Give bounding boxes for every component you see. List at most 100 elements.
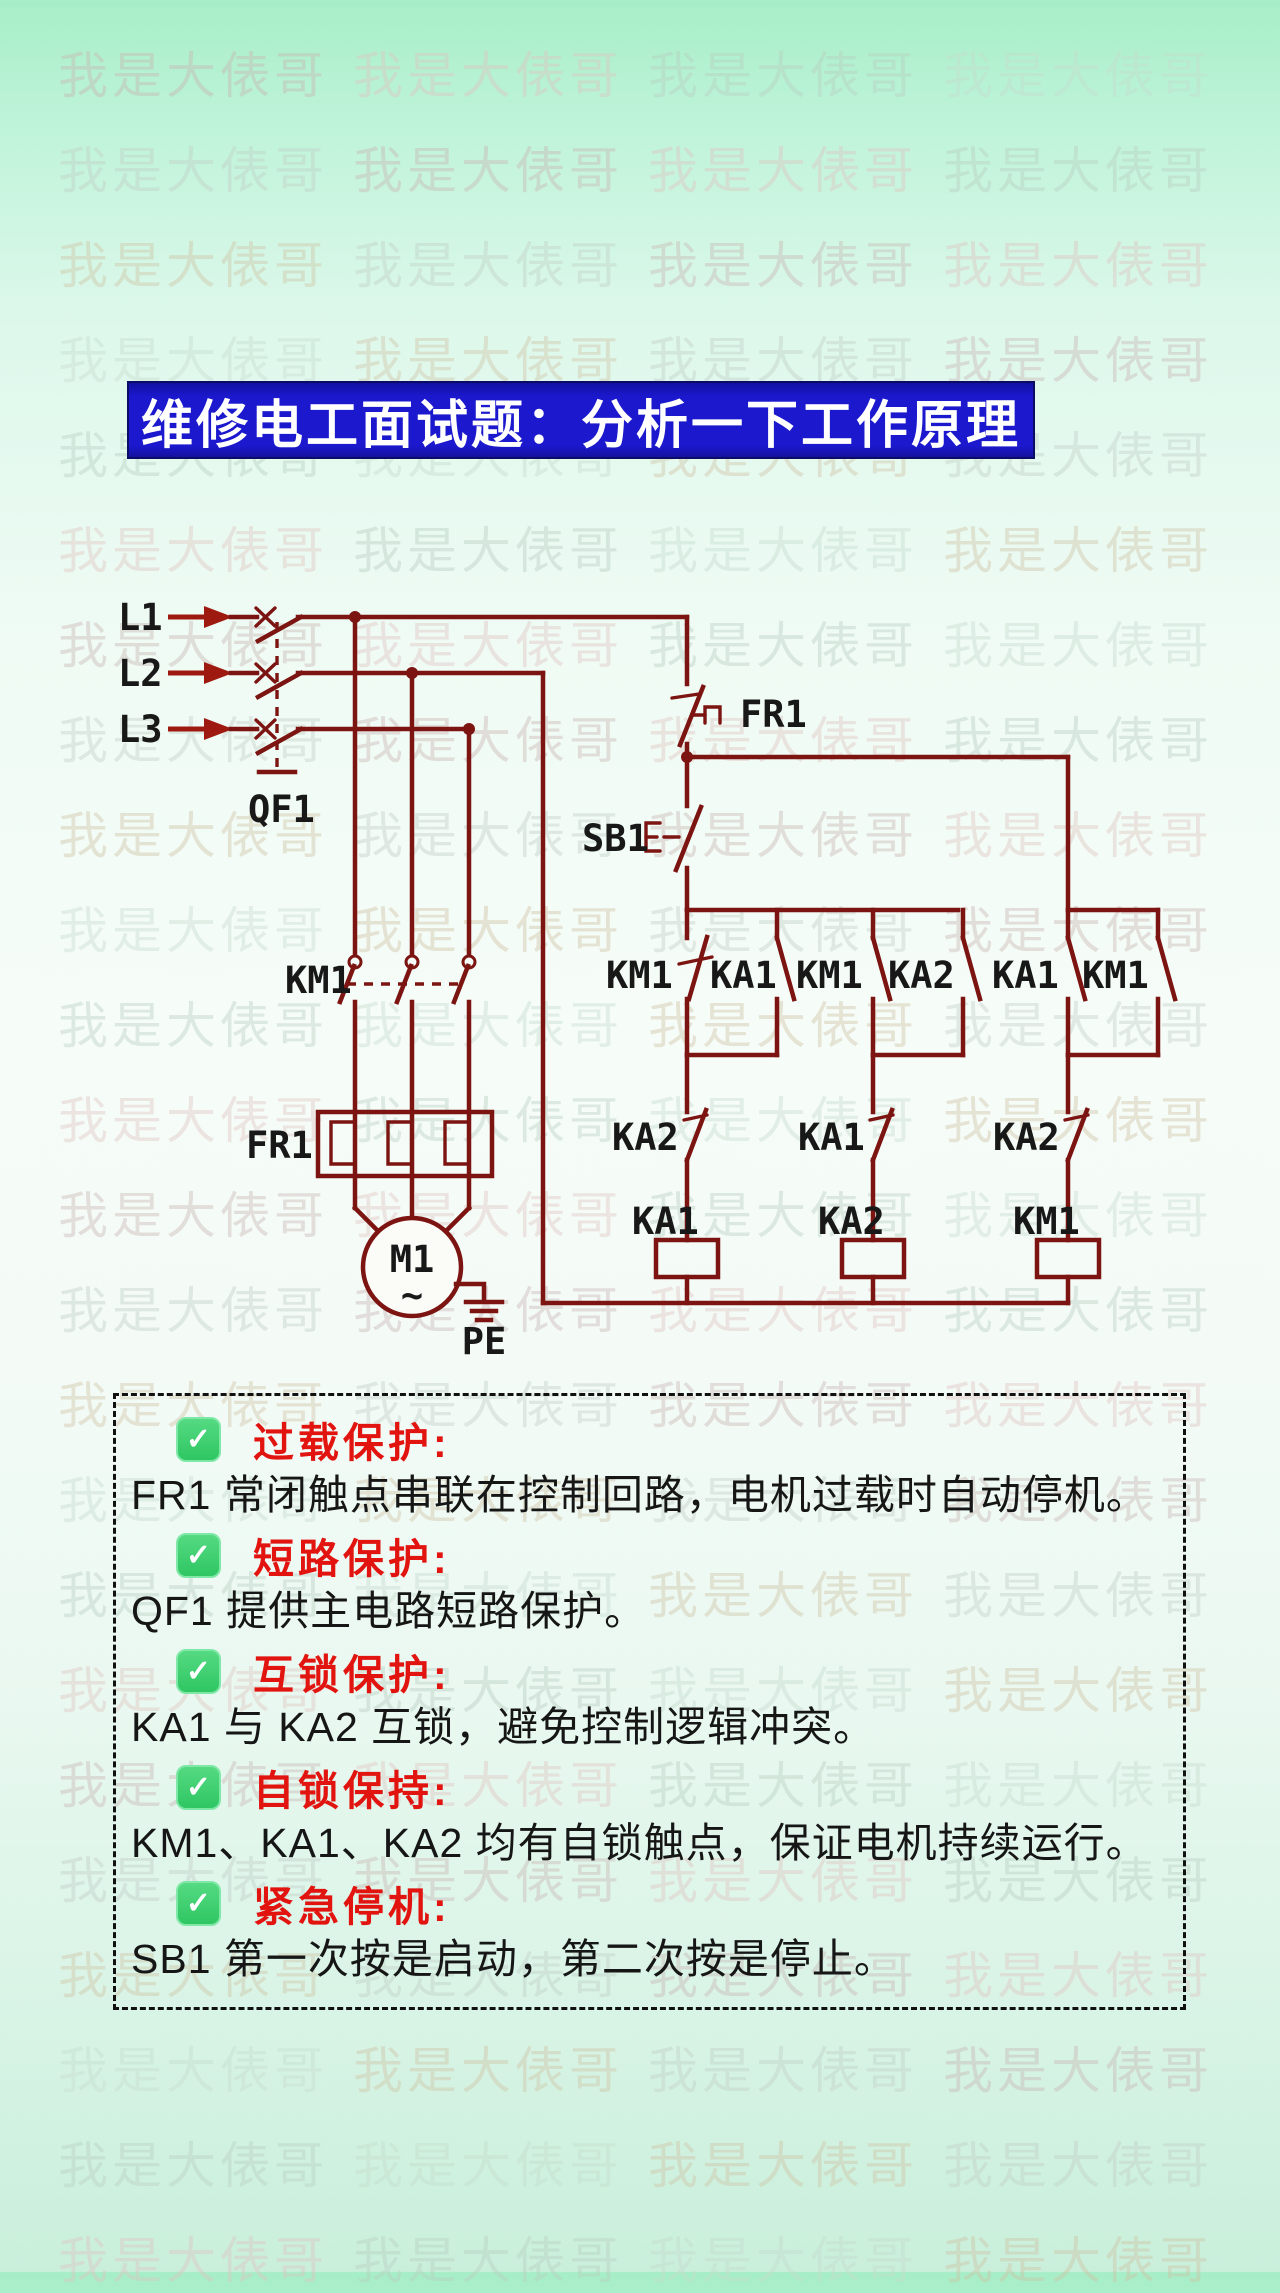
watermark-text: 我是大俵哥: [353, 618, 623, 674]
watermark-text: 我是大俵哥: [943, 238, 1213, 294]
watermark-text: 我是大俵哥: [353, 1093, 623, 1149]
note-heading: 自锁保持:: [253, 1768, 451, 1814]
watermark-text: 我是大俵哥: [943, 618, 1213, 674]
watermark-text: 我是大俵哥: [353, 48, 623, 104]
watermark-text: 我是大俵哥: [58, 2138, 328, 2194]
watermark-text: 我是大俵哥: [943, 1853, 1213, 1909]
watermark-text: 我是大俵哥: [58, 523, 328, 579]
watermark-text: 我是大俵哥: [943, 1568, 1213, 1624]
watermark-text: 我是大俵哥: [648, 523, 918, 579]
watermark-text: 我是大俵哥: [943, 2138, 1213, 2194]
page-title: 维修电工面试题：分析一下工作原理: [140, 396, 1021, 455]
watermark-text: 我是大俵哥: [943, 2043, 1213, 2099]
watermark-text: 我是大俵哥: [353, 903, 623, 959]
note-body: KA1 与 KA2 互锁，避免控制逻辑冲突。: [131, 1704, 876, 1750]
watermark-text: 我是大俵哥: [58, 238, 328, 294]
watermark-text: 我是大俵哥: [648, 48, 918, 104]
watermark-text: 我是大俵哥: [943, 333, 1213, 389]
watermark-text: 我是大俵哥: [648, 2138, 918, 2194]
note-heading: 紧急停机:: [253, 1884, 451, 1930]
watermark-text: 我是大俵哥: [648, 1758, 918, 1814]
watermark-text: 我是大俵哥: [58, 998, 328, 1054]
watermark-text: 我是大俵哥: [353, 2233, 623, 2289]
watermark-text: 我是大俵哥: [943, 808, 1213, 864]
watermark-text: 我是大俵哥: [353, 2043, 623, 2099]
watermark-text: 我是大俵哥: [353, 1473, 623, 1529]
watermark-text: 我是大俵哥: [648, 1378, 918, 1434]
note-heading: 过载保护:: [253, 1420, 451, 1466]
watermark-text: 我是大俵哥: [943, 48, 1213, 104]
watermark-text: 我是大俵哥: [943, 1663, 1213, 1719]
note-item-self-latch: ✓ 自锁保持: KM1、KA1、KA2 均有自锁触点，保证电机持续运行。: [131, 1760, 1163, 1871]
watermark-text: 我是大俵哥: [648, 1283, 918, 1339]
watermark-text: 我是大俵哥: [943, 903, 1213, 959]
watermark-text: 我是大俵哥: [648, 1663, 918, 1719]
watermark-text: 我是大俵哥: [943, 1473, 1213, 1529]
watermark-text: 我是大俵哥: [943, 1378, 1213, 1434]
watermark-text: 我是大俵哥: [353, 1283, 623, 1339]
watermark-text: 我是大俵哥: [353, 1758, 623, 1814]
watermark-text: 我是大俵哥: [353, 1188, 623, 1244]
watermark-text: 我是大俵哥: [648, 1948, 918, 2004]
watermark-text: 我是大俵哥: [353, 1378, 623, 1434]
note-item-overload: ✓ 过载保护: FR1 常闭触点串联在控制回路，电机过载时自动停机。: [131, 1412, 1163, 1523]
check-icon: ✓: [176, 1532, 221, 1578]
note-body: SB1 第一次按是启动，第二次按是停止。: [131, 1936, 896, 1982]
note-item-short-circuit: ✓ 短路保护: QF1 提供主电路短路保护。: [131, 1528, 1163, 1639]
watermark-text: 我是大俵哥: [943, 1283, 1213, 1339]
title-banner: 维修电工面试题：分析一下工作原理: [127, 381, 1035, 459]
note-item-interlock: ✓ 互锁保护: KA1 与 KA2 互锁，避免控制逻辑冲突。: [131, 1644, 1163, 1755]
watermark-text: 我是大俵哥: [648, 1093, 918, 1149]
note-heading: 互锁保护:: [253, 1652, 451, 1698]
check-icon: ✓: [176, 1416, 221, 1462]
watermark-text: 我是大俵哥: [943, 143, 1213, 199]
notes-box: ✓ 过载保护: FR1 常闭触点串联在控制回路，电机过载时自动停机。 ✓ 短路保…: [113, 1393, 1186, 2010]
watermark-text: 我是大俵哥: [648, 618, 918, 674]
watermark-text: 我是大俵哥: [943, 2233, 1213, 2289]
note-body: FR1 常闭触点串联在控制回路，电机过载时自动停机。: [131, 1472, 1148, 1518]
watermark-text: 我是大俵哥: [353, 523, 623, 579]
watermark-text: 我是大俵哥: [648, 808, 918, 864]
watermark-text: 我是大俵哥: [353, 1948, 623, 2004]
watermark-text: 我是大俵哥: [648, 1568, 918, 1624]
watermark-text: 我是大俵哥: [943, 523, 1213, 579]
watermark-text: 我是大俵哥: [648, 713, 918, 769]
watermark-text: 我是大俵哥: [943, 713, 1213, 769]
note-heading: 短路保护:: [253, 1536, 451, 1582]
check-icon: ✓: [176, 1648, 221, 1694]
watermark-text: 我是大俵哥: [353, 333, 623, 389]
watermark-text: 我是大俵哥: [353, 1663, 623, 1719]
watermark-text: 我是大俵哥: [353, 808, 623, 864]
check-icon: ✓: [176, 1764, 221, 1810]
watermark-text: 我是大俵哥: [58, 333, 328, 389]
watermark-text: 我是大俵哥: [58, 808, 328, 864]
watermark-text: 我是大俵哥: [353, 238, 623, 294]
watermark-text: 我是大俵哥: [943, 998, 1213, 1054]
watermark-text: 我是大俵哥: [648, 2233, 918, 2289]
watermark-text: 我是大俵哥: [648, 238, 918, 294]
watermark-text: 我是大俵哥: [943, 1188, 1213, 1244]
watermark-text: 我是大俵哥: [58, 143, 328, 199]
watermark-text: 我是大俵哥: [58, 713, 328, 769]
watermark-text: 我是大俵哥: [58, 1188, 328, 1244]
watermark-text: 我是大俵哥: [58, 1948, 328, 2004]
watermark-text: 我是大俵哥: [58, 2043, 328, 2099]
watermark-text: 我是大俵哥: [353, 143, 623, 199]
note-body: QF1 提供主电路短路保护。: [131, 1588, 647, 1634]
watermark-text: 我是大俵哥: [648, 903, 918, 959]
watermark-text: 我是大俵哥: [353, 1568, 623, 1624]
watermark-text: 我是大俵哥: [58, 48, 328, 104]
watermark-text: 我是大俵哥: [353, 2138, 623, 2194]
watermark-text: 我是大俵哥: [58, 1473, 328, 1529]
watermark-text: 我是大俵哥: [353, 1853, 623, 1909]
note-body: KM1、KA1、KA2 均有自锁触点，保证电机持续运行。: [131, 1820, 1148, 1866]
check-icon: ✓: [176, 1880, 221, 1926]
watermark-text: 我是大俵哥: [648, 1853, 918, 1909]
watermark-text: 我是大俵哥: [648, 1188, 918, 1244]
watermark-text: 我是大俵哥: [58, 1283, 328, 1339]
watermark-text: 我是大俵哥: [58, 2233, 328, 2289]
watermark-text: 我是大俵哥: [648, 143, 918, 199]
watermark-text: 我是大俵哥: [648, 2043, 918, 2099]
watermark-text: 我是大俵哥: [943, 1093, 1213, 1149]
watermark-text: 我是大俵哥: [353, 713, 623, 769]
